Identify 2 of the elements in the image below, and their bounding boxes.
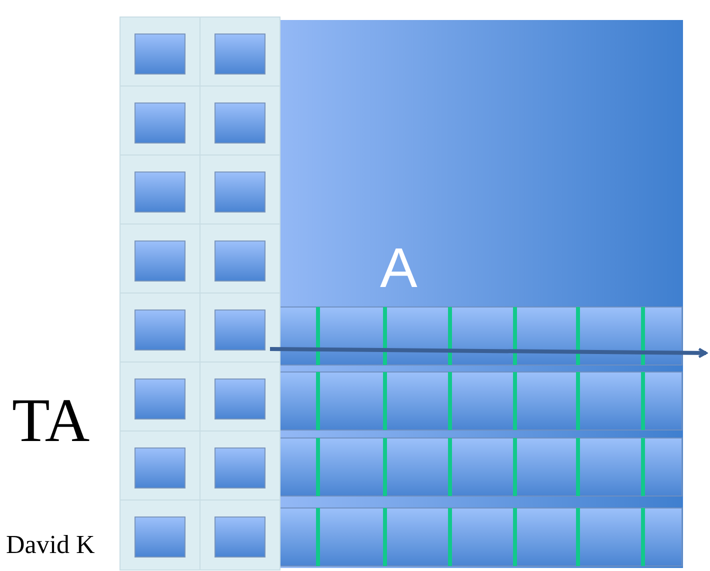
transpose-label: TA bbox=[12, 388, 90, 454]
matrix-name: A bbox=[380, 238, 418, 298]
